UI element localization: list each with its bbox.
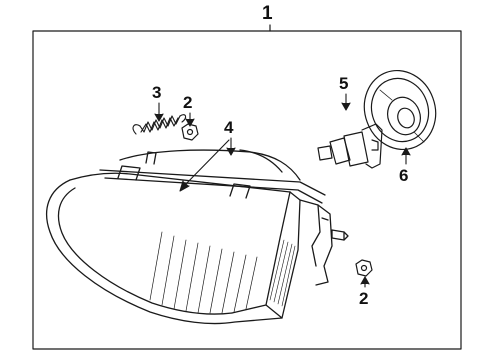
nut-lower — [355, 259, 373, 277]
callout-5: 5 — [339, 74, 349, 93]
leader-arrows — [154, 93, 411, 288]
callout-6: 6 — [399, 166, 409, 185]
callout-1: 1 — [262, 3, 273, 24]
callout-3: 3 — [152, 83, 162, 102]
adjuster-spring — [132, 114, 187, 135]
bulb — [317, 123, 383, 169]
nut-upper — [181, 123, 199, 141]
callout-2-upper: 2 — [183, 93, 193, 112]
callout-2-lower: 2 — [359, 289, 369, 308]
retaining-ring — [363, 69, 437, 151]
headlamp-housing — [46, 149, 349, 325]
diagram-border — [32, 30, 462, 350]
callout-4: 4 — [224, 118, 234, 137]
